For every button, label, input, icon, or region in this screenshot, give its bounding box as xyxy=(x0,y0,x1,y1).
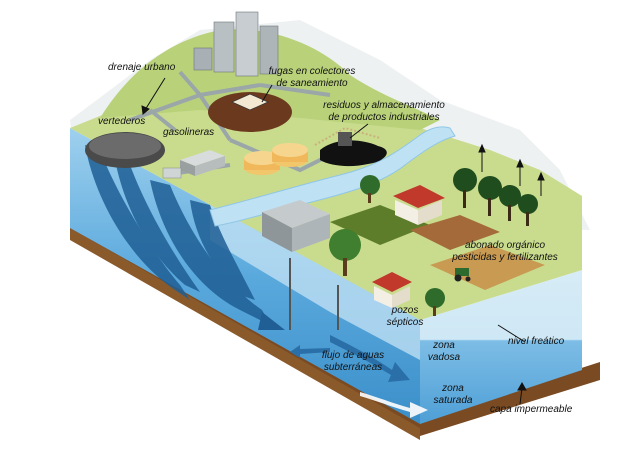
label-capa-impermeable: capa impermeable xyxy=(490,404,573,415)
city-buildings xyxy=(193,11,279,77)
groundwater-flow-arrows xyxy=(290,335,428,418)
hill xyxy=(100,29,440,130)
label-zona-vadosa-line1: zona xyxy=(433,340,455,351)
waste-barrel xyxy=(338,132,352,146)
septic-house xyxy=(372,272,412,308)
label-drenaje-urbano: drenaje urbano xyxy=(108,62,176,73)
sewage-building xyxy=(231,93,269,111)
vadose-zone-front xyxy=(210,205,420,360)
label-fugas-colectores: fugas en colectores de saneamiento xyxy=(252,66,372,90)
label-zona-saturada-line1: zona xyxy=(442,383,464,394)
label-pozos-septicos: pozos sépticos xyxy=(375,305,435,329)
label-residuos-line2: de productos industriales xyxy=(328,112,440,123)
label-residuos-line1: residuos y almacenamiento xyxy=(323,100,445,111)
trees xyxy=(329,168,538,316)
label-zona-vadosa: zona vadosa xyxy=(424,340,464,364)
farmhouse xyxy=(393,185,445,225)
leader-lines xyxy=(141,77,527,405)
label-flujo-line2: subterráneas xyxy=(323,362,383,373)
impermeable-layer-front xyxy=(70,228,420,440)
label-pozos-line1: pozos xyxy=(391,305,419,316)
label-nivel-freatico: nivel freático xyxy=(508,336,565,347)
label-flujo-line1: flujo de aguas xyxy=(321,350,385,361)
plowed-field xyxy=(410,215,500,250)
label-abonado-line2: pesticidas y fertilizantes xyxy=(452,252,558,263)
label-residuos: residuos y almacenamiento de productos i… xyxy=(314,100,454,124)
landfill-top xyxy=(89,133,161,159)
office-building xyxy=(262,200,330,252)
label-zona-saturada: zona saturada xyxy=(428,383,478,407)
industrial-waste-spill xyxy=(320,140,387,167)
sewage-mound xyxy=(208,92,292,132)
aquifer-side-face xyxy=(420,270,582,424)
tractor xyxy=(454,268,471,282)
label-fugas-line1: fugas en colectores xyxy=(268,66,356,77)
label-fugas-line2: de saneamiento xyxy=(276,78,348,89)
label-vertederos: vertederos xyxy=(98,116,146,127)
agricultural-field xyxy=(430,245,545,290)
label-gasolineras: gasolineras xyxy=(163,127,215,138)
evapotranspiration-arrows xyxy=(478,143,545,196)
label-pozos-line2: sépticos xyxy=(386,317,424,328)
label-zona-saturada-line2: saturada xyxy=(433,395,473,406)
plume-arrow-head xyxy=(258,312,285,330)
label-abonado-line1: abonado orgánico xyxy=(464,240,546,251)
label-abonado: abonado orgánico pesticidas y fertilizan… xyxy=(430,240,580,264)
gas-station xyxy=(162,150,225,179)
contamination-plumes xyxy=(85,145,270,325)
storage-tanks xyxy=(244,143,308,175)
label-zona-vadosa-line2: vadosa xyxy=(427,352,461,363)
label-flujo-aguas: flujo de aguas subterráneas xyxy=(298,350,408,374)
